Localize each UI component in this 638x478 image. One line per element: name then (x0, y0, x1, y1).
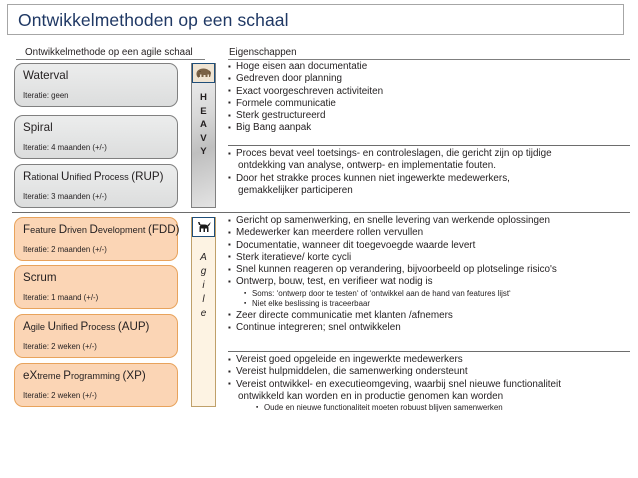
method-box-xp[interactable]: eXtreme Programming (XP) Iteratie: 2 wek… (14, 363, 178, 407)
property-bullet: Oude en nieuwe functionaliteit moeten ro… (228, 403, 628, 414)
property-bullet: Ontwerp, bouw, test, en verifieer wat no… (228, 276, 628, 289)
property-bullet: Big Bang aanpak (228, 122, 628, 135)
property-bullet: Sterk gestructureerd (228, 110, 628, 123)
properties-heavy-group-2: Proces bevat veel toetsings- en controle… (228, 148, 628, 197)
method-title: Rational Unified Process (RUP) (23, 170, 164, 183)
property-bullet: Gericht op samenwerking, en snelle lever… (228, 214, 628, 227)
method-title: Feature Driven Development (FDD) (23, 223, 180, 236)
property-bullet: Exact voorgeschreven activiteiten (228, 85, 628, 98)
method-iteration: Iteratie: 4 maanden (+/-) (23, 143, 107, 152)
column-header-properties: Eigenschappen (229, 47, 297, 58)
property-bullet-continuation: gemakkelijker participeren (238, 184, 353, 196)
property-bullet: Vereist hulpmiddelen, die samenwerking o… (228, 366, 628, 379)
dog-icon (191, 217, 215, 237)
method-iteration: Iteratie: 2 weken (+/-) (23, 391, 97, 400)
property-bullet: Niet elke beslissing is traceerbaar (228, 299, 628, 310)
properties-agile-group-1: Gericht op samenwerking, en snelle lever… (228, 214, 628, 335)
divider-heavy-properties (228, 145, 630, 147)
scale-bar-agile: A g i l e (191, 217, 216, 407)
method-iteration: Iteratie: geen (23, 91, 69, 100)
method-iteration: Iteratie: 3 maanden (+/-) (23, 192, 107, 201)
property-bullet-continuation: ontdekking van analyse, ontwerp- en impl… (238, 160, 497, 172)
property-bullet: Proces bevat veel toetsings- en controle… (228, 148, 628, 173)
method-box-waterval[interactable]: Waterval Iteratie: geen (14, 63, 178, 107)
property-bullet: Hoge eisen aan documentatie (228, 60, 628, 73)
property-bullet: Documentatie, wanneer dit toegevoegde wa… (228, 239, 628, 252)
method-title: Scrum (23, 271, 57, 284)
property-bullet: Soms: ‘ontwerp door te testen‘ of ‘ontwi… (228, 289, 628, 300)
property-bullet: Continue integreren; snel ontwikkelen (228, 322, 628, 335)
elephant-icon (191, 63, 215, 83)
scale-bar-heavy: H E A V Y (191, 63, 216, 208)
properties-heavy-group-1: Hoge eisen aan documentatieGedreven door… (228, 60, 628, 135)
method-box-scrum[interactable]: Scrum Iteratie: 1 maand (+/-) (14, 265, 178, 309)
scale-label-agile: A g i l e (200, 252, 207, 319)
method-iteration: Iteratie: 1 maand (+/-) (23, 293, 99, 302)
divider-header-left (16, 59, 205, 60)
property-bullet: Snel kunnen reageren op verandering, bij… (228, 264, 628, 277)
property-bullet: Vereist ontwikkel- en executieomgeving, … (228, 378, 628, 404)
page-title: Ontwikkelmethoden op een schaal (18, 10, 289, 30)
method-title: eXtreme Programming (XP) (23, 369, 146, 382)
property-bullet: Medewerker kan meerdere rollen vervullen (228, 227, 628, 240)
method-box-rup[interactable]: Rational Unified Process (RUP) Iteratie:… (14, 164, 178, 208)
method-iteration: Iteratie: 2 maanden (+/-) (23, 245, 107, 254)
property-bullet: Vereist goed opgeleide en ingewerkte med… (228, 353, 628, 366)
slide-title-box: Ontwikkelmethoden op een schaal (7, 4, 624, 35)
property-bullet: Sterk iteratieve/ korte cycli (228, 251, 628, 264)
property-bullet-continuation: ontwikkeld kan worden en in productie ge… (238, 390, 504, 402)
method-title: Agile Unified Process (AUP) (23, 320, 150, 333)
method-iteration: Iteratie: 2 weken (+/-) (23, 342, 97, 351)
divider-agile-properties (228, 351, 630, 353)
method-box-spiral[interactable]: Spiral Iteratie: 4 maanden (+/-) (14, 115, 178, 159)
method-title: Waterval (23, 69, 69, 82)
property-bullet: Gedreven door planning (228, 73, 628, 86)
property-bullet: Door het strakke proces kunnen niet inge… (228, 172, 628, 198)
divider-heavy-agile (12, 212, 630, 214)
property-bullet: Formele communicatie (228, 97, 628, 110)
column-header-methods: Ontwikkelmethode op een agile schaal (25, 47, 193, 58)
divider-header-right (228, 59, 630, 60)
method-title: Spiral (23, 121, 53, 134)
properties-agile-group-2: Vereist goed opgeleide en ingewerkte med… (228, 353, 628, 414)
method-box-fdd[interactable]: Feature Driven Development (FDD) Iterati… (14, 217, 180, 261)
method-box-aup[interactable]: Agile Unified Process (AUP) Iteratie: 2 … (14, 314, 178, 358)
scale-label-heavy: H E A V Y (200, 92, 207, 157)
property-bullet: Zeer directe communicatie met klanten /a… (228, 309, 628, 322)
